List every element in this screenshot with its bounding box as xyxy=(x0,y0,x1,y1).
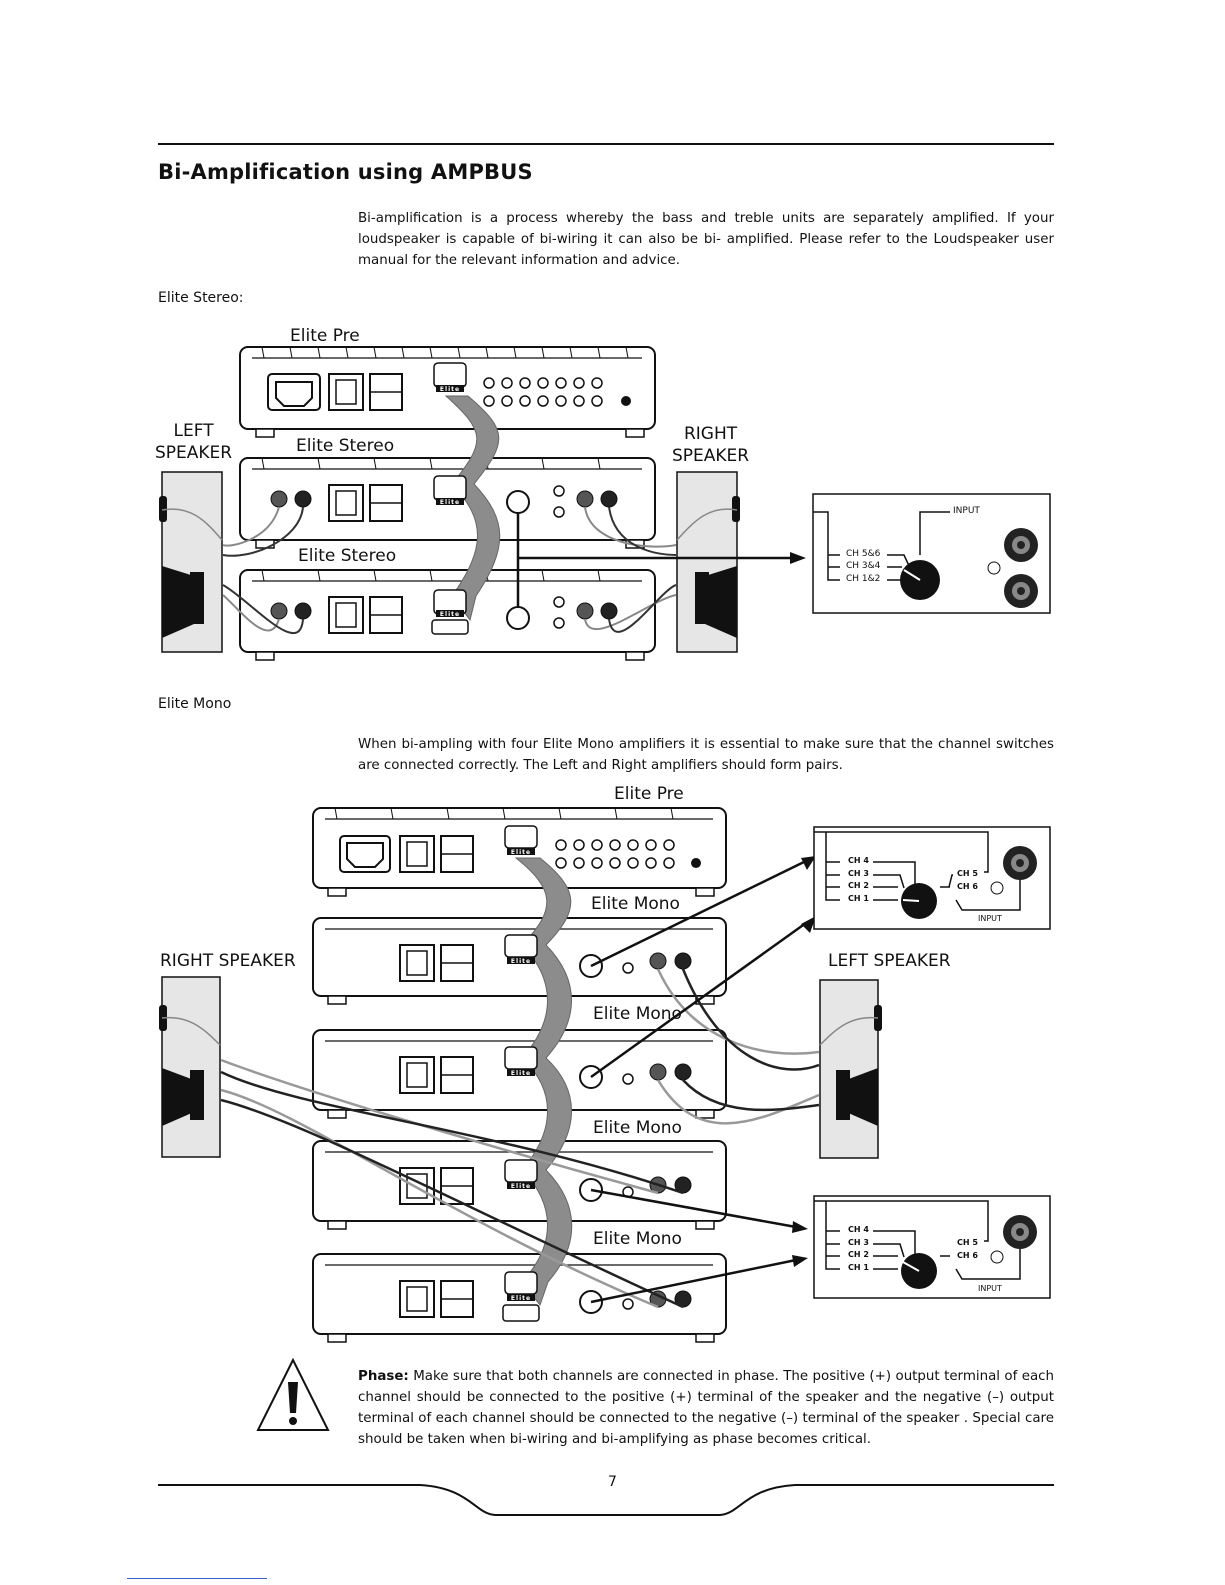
phase-text: Make sure that both channels are connect… xyxy=(358,1369,1054,1447)
mono-ampbus-connectors xyxy=(502,825,540,1322)
mono-inset2-ch5: CH 5 xyxy=(957,1238,978,1247)
page-number: 7 xyxy=(608,1474,617,1490)
elite-badge: Elite xyxy=(439,386,461,393)
top-rule xyxy=(158,143,1054,145)
label-elite-stereo-bottom: Elite Stereo xyxy=(298,546,397,566)
elite-badge: Elite xyxy=(439,499,461,506)
mono-paragraph: When bi-ampling with four Elite Mono amp… xyxy=(358,737,1054,773)
mono-inset1-ch3: CH 3 xyxy=(848,869,869,878)
mono-ampbus-cable xyxy=(514,857,573,1307)
footer-rule xyxy=(158,1484,1054,1516)
stereo-ampbus-connectors xyxy=(431,362,469,635)
stereo-ampbus-cable xyxy=(444,395,501,622)
mono-channel-inset-bottom xyxy=(813,1195,1051,1299)
elite-badge: Elite xyxy=(510,1070,532,1077)
label-elite-mono-2: Elite Mono xyxy=(593,1004,682,1024)
stereo-inset-input: INPUT xyxy=(953,506,980,516)
mono-inset2-input: INPUT xyxy=(978,1284,1002,1293)
mono-channel-inset-top xyxy=(813,826,1051,930)
mono-inset1-ch2: CH 2 xyxy=(848,881,869,890)
mono-inset2-ch6: CH 6 xyxy=(957,1251,978,1260)
mono-left-speaker xyxy=(819,979,882,1159)
mono-inset2-ch4: CH 4 xyxy=(848,1225,869,1234)
label-right-speaker: RIGHT SPEAKER xyxy=(672,424,750,466)
label-left-speaker: LEFT SPEAKER xyxy=(155,421,233,463)
label-stereo-elite-pre: Elite Pre xyxy=(290,326,360,346)
label-elite-mono-3: Elite Mono xyxy=(593,1118,682,1138)
stereo-channel-inset xyxy=(812,493,1051,614)
label-mono-elite-pre: Elite Pre xyxy=(614,784,684,804)
elite-badge: Elite xyxy=(439,611,461,618)
label-mono-left-speaker: LEFT SPEAKER xyxy=(828,951,951,971)
warning-icon xyxy=(256,1357,330,1431)
mono-subheading: Elite Mono xyxy=(158,696,232,712)
mono-right-speaker xyxy=(159,976,221,1158)
label-elite-mono-4: Elite Mono xyxy=(593,1229,682,1249)
elite-badge: Elite xyxy=(510,849,532,856)
elite-badge: Elite xyxy=(510,958,532,965)
label-mono-right-speaker: RIGHT SPEAKER xyxy=(160,951,296,971)
bottom-link-underline xyxy=(127,1578,267,1579)
intro-paragraph: Bi-amplification is a process whereby th… xyxy=(358,211,1054,268)
mono-inset1-ch1: CH 1 xyxy=(848,894,869,903)
elite-badge: Elite xyxy=(510,1295,532,1302)
elite-badge: Elite xyxy=(510,1183,532,1190)
phase-label: Phase: xyxy=(358,1369,409,1384)
page-heading: Bi-Amplification using AMPBUS xyxy=(158,160,533,184)
stereo-left-speaker xyxy=(159,471,223,653)
stereo-inset-ch56: CH 5&6 xyxy=(846,549,881,559)
stereo-right-speaker xyxy=(676,471,740,653)
stereo-inset-ch12: CH 1&2 xyxy=(846,574,881,584)
stereo-inset-ch34: CH 3&4 xyxy=(846,561,881,571)
mono-inset1-ch5: CH 5 xyxy=(957,869,978,878)
label-elite-stereo-top: Elite Stereo xyxy=(296,436,395,456)
stereo-subheading: Elite Stereo: xyxy=(158,290,244,306)
mono-inset1-ch6: CH 6 xyxy=(957,882,978,891)
mono-inset2-ch3: CH 3 xyxy=(848,1238,869,1247)
mono-inset1-ch4: CH 4 xyxy=(848,856,869,865)
mono-inset2-ch2: CH 2 xyxy=(848,1250,869,1259)
mono-inset1-input: INPUT xyxy=(978,914,1002,923)
mono-inset2-ch1: CH 1 xyxy=(848,1263,869,1272)
label-elite-mono-1: Elite Mono xyxy=(591,894,680,914)
phase-note: Phase: Make sure that both channels are … xyxy=(358,1366,1054,1450)
